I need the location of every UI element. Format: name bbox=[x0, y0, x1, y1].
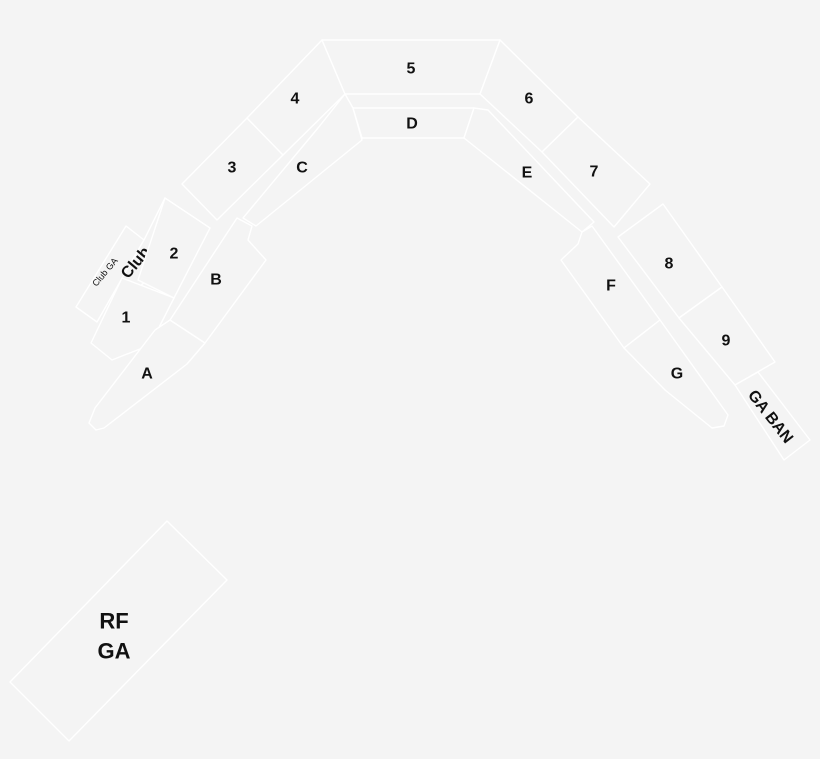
section-rf-ga[interactable]: RF GA bbox=[9, 520, 228, 742]
section-d[interactable]: D bbox=[352, 107, 475, 139]
section-5[interactable]: 5 bbox=[321, 39, 501, 95]
section-ga-ban[interactable]: GA BAN bbox=[734, 371, 811, 461]
